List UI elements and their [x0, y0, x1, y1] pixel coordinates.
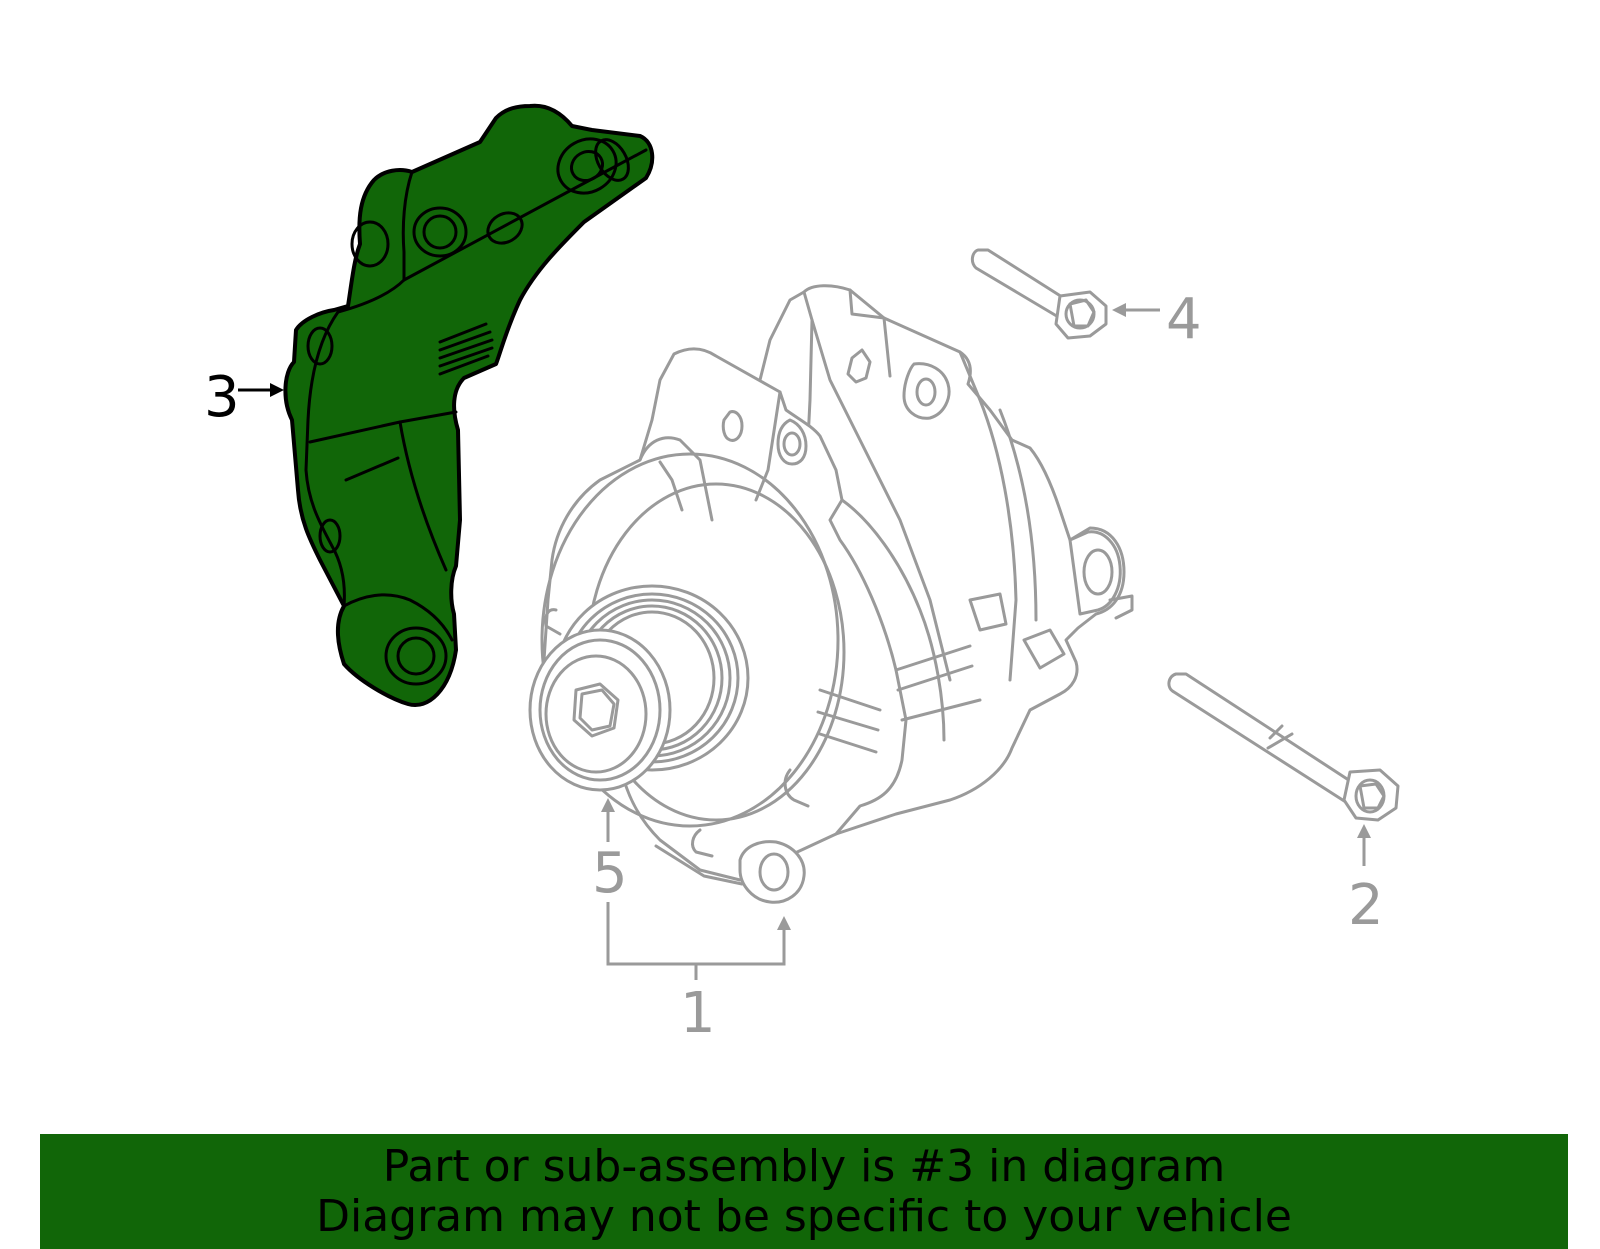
mounting-bracket-part-3[interactable] [283, 103, 655, 708]
callout-5: 5 [592, 841, 628, 906]
leader-5 [601, 798, 615, 842]
info-banner: Part or sub-assembly is #3 in diagram Di… [40, 1134, 1568, 1249]
pulley-part-5[interactable] [528, 584, 750, 792]
bolt-part-2[interactable] [1167, 672, 1400, 822]
callout-3: 3 [204, 365, 240, 430]
leader-4 [1112, 303, 1160, 317]
callout-1: 1 [680, 981, 716, 1046]
leader-1 [606, 902, 791, 980]
leader-3 [238, 383, 284, 397]
callout-2: 2 [1348, 873, 1384, 938]
banner-disclaimer-line: Diagram may not be specific to your vehi… [316, 1190, 1292, 1242]
callout-4: 4 [1166, 287, 1202, 352]
leader-2 [1357, 824, 1371, 866]
banner-part-line: Part or sub-assembly is #3 in diagram [382, 1140, 1226, 1192]
bolt-part-4[interactable] [970, 248, 1108, 340]
